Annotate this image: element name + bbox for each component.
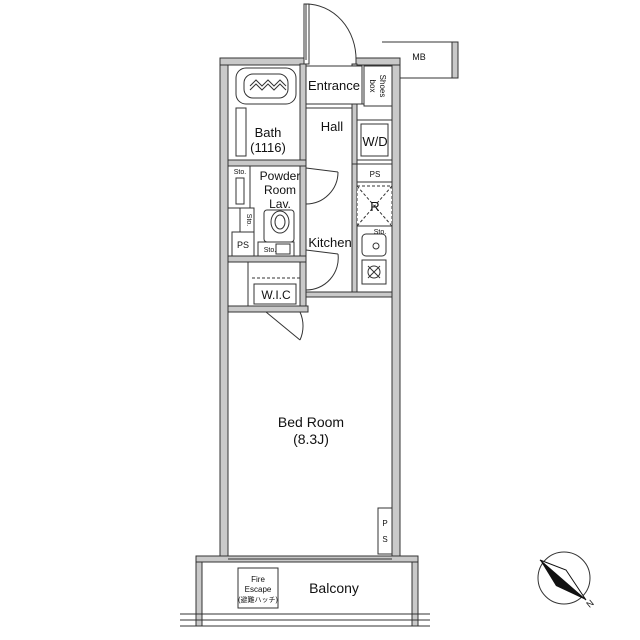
- sto-low-label: Sto.: [264, 247, 277, 254]
- bedroom-label: Bed Room: [278, 414, 344, 430]
- ps-upper: [356, 163, 393, 183]
- shoes-box-label-2: box: [368, 80, 377, 93]
- toilet: [263, 209, 295, 243]
- powder-label-3: Lav.: [269, 197, 291, 211]
- meter-box: MB: [382, 41, 459, 79]
- ps-upper-label: PS: [370, 170, 381, 179]
- compass-icon: N: [537, 551, 596, 610]
- entrance-floor: [305, 65, 363, 105]
- ps-left-label: PS: [237, 240, 249, 250]
- mb-label: MB: [412, 52, 426, 62]
- kitchen-label: Kitchen: [308, 235, 351, 250]
- powder-label-2: Room: [264, 183, 296, 197]
- hall-label: Hall: [321, 119, 344, 134]
- entrance-door: [303, 3, 357, 65]
- fire-escape-label-3: (避難ハッチ): [238, 595, 278, 604]
- balcony-label: Balcony: [309, 580, 359, 596]
- powder-label-1: Powder: [260, 169, 301, 183]
- ps-right-label-2: S: [382, 535, 387, 544]
- shoes-box: [363, 65, 393, 107]
- kitchen-counter: [356, 225, 393, 293]
- wic-label: W.I.C: [261, 288, 291, 302]
- wic-shelf: [227, 261, 249, 307]
- sto-kitchen-label: Sto.: [374, 229, 387, 236]
- shoes-box-label-1: Shoes: [378, 75, 387, 98]
- balcony-area: [180, 561, 430, 627]
- bath-label: Bath: [255, 125, 282, 140]
- fridge-space: [356, 185, 393, 227]
- bath-size-label: (1116): [250, 140, 286, 155]
- door-swings: [265, 167, 339, 341]
- bath-drain-pattern: [249, 79, 287, 91]
- entrance-label: Entrance: [308, 78, 360, 93]
- bedroom-size-label: (8.3J): [293, 431, 329, 447]
- sto-top-label: Sto.: [234, 169, 247, 176]
- fire-escape-label-2: Escape: [245, 585, 272, 594]
- fire-escape-label-1: Fire: [251, 575, 265, 584]
- bath-fixtures: [235, 67, 297, 157]
- ps-left-area: [231, 231, 255, 257]
- sto-mid-label: Sto.: [245, 214, 252, 227]
- fridge-label: R: [370, 199, 379, 214]
- wd-label: W/D: [362, 134, 387, 149]
- ps-right-area: [377, 507, 393, 555]
- compass-north-label: N: [584, 598, 595, 610]
- outer-walls: [195, 57, 419, 563]
- fire-escape-hatch: [237, 567, 279, 609]
- ps-right-label-1: P: [382, 519, 387, 528]
